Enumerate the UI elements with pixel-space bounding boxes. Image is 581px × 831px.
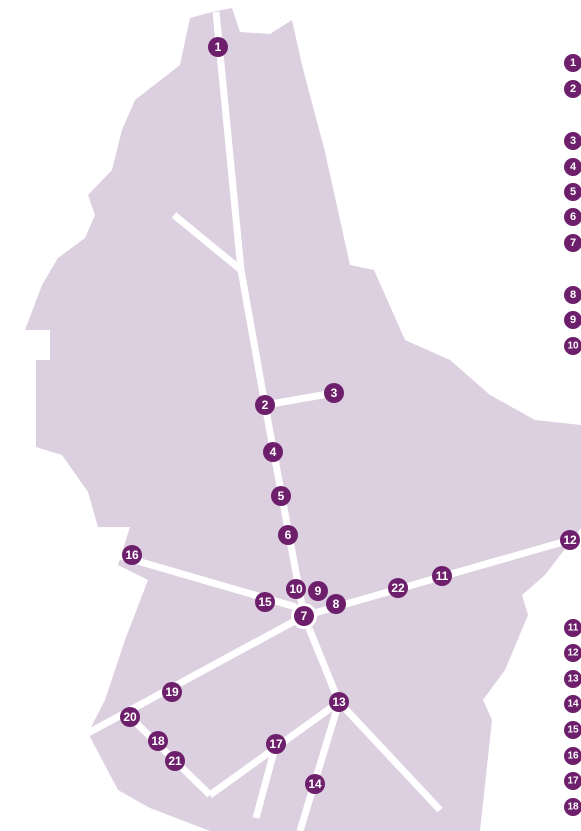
- svg-text:1: 1: [215, 40, 222, 54]
- svg-text:15: 15: [258, 595, 272, 609]
- svg-text:11: 11: [568, 623, 579, 634]
- svg-text:17: 17: [567, 776, 579, 787]
- svg-text:7: 7: [301, 609, 308, 623]
- svg-text:5: 5: [570, 186, 576, 198]
- svg-text:8: 8: [570, 289, 576, 301]
- svg-text:14: 14: [567, 699, 579, 710]
- map-marker-2[interactable]: 2: [255, 395, 275, 415]
- legend: 1 2 3 4 5 6 7 8 9 10 11 12 13 14 15 16 1…: [564, 54, 581, 816]
- legend-marker-6[interactable]: 6: [564, 208, 581, 226]
- svg-text:3: 3: [331, 386, 338, 400]
- legend-marker-9[interactable]: 9: [564, 311, 581, 329]
- svg-text:2: 2: [570, 83, 576, 95]
- legend-marker-7[interactable]: 7: [564, 234, 581, 252]
- svg-text:15: 15: [567, 725, 579, 736]
- svg-text:13: 13: [567, 674, 579, 685]
- country-shape: [25, 8, 581, 831]
- legend-marker-18[interactable]: 18: [564, 798, 581, 816]
- svg-text:4: 4: [570, 161, 577, 173]
- road: [264, 389, 335, 409]
- legend-marker-3[interactable]: 3: [564, 132, 581, 150]
- svg-text:4: 4: [270, 445, 277, 459]
- road: [296, 700, 343, 831]
- legend-marker-16[interactable]: 16: [564, 747, 581, 765]
- svg-text:9: 9: [315, 584, 322, 598]
- legend-marker-5[interactable]: 5: [564, 183, 581, 201]
- map-marker-3[interactable]: 3: [324, 383, 344, 403]
- svg-text:11: 11: [436, 569, 449, 583]
- legend-marker-15[interactable]: 15: [564, 721, 581, 739]
- legend-marker-11[interactable]: 11: [564, 619, 581, 637]
- svg-text:22: 22: [391, 581, 405, 595]
- map-marker-15[interactable]: 15: [255, 592, 275, 612]
- legend-marker-2[interactable]: 2: [564, 80, 581, 98]
- svg-text:13: 13: [332, 695, 346, 709]
- svg-text:1: 1: [570, 57, 576, 69]
- svg-text:2: 2: [262, 398, 269, 412]
- svg-text:5: 5: [278, 489, 285, 503]
- map-marker-10[interactable]: 10: [286, 579, 306, 599]
- legend-marker-8[interactable]: 8: [564, 286, 581, 304]
- map-marker-20[interactable]: 20: [120, 707, 140, 727]
- road: [252, 743, 280, 819]
- road: [171, 212, 244, 273]
- map-marker-19[interactable]: 19: [162, 682, 182, 702]
- map-marker-18[interactable]: 18: [148, 731, 168, 751]
- map-marker-16[interactable]: 16: [122, 545, 142, 565]
- map-marker-12[interactable]: 12: [560, 530, 580, 550]
- svg-text:8: 8: [333, 597, 340, 611]
- map-marker-21[interactable]: 21: [165, 751, 185, 771]
- map-marker-4[interactable]: 4: [263, 442, 283, 462]
- svg-text:16: 16: [567, 751, 579, 762]
- map-marker-11[interactable]: 11: [432, 566, 452, 586]
- map-marker-9[interactable]: 9: [308, 581, 328, 601]
- svg-text:6: 6: [570, 211, 576, 223]
- svg-text:10: 10: [289, 582, 303, 596]
- map-marker-17[interactable]: 17: [266, 734, 286, 754]
- svg-text:12: 12: [567, 648, 579, 659]
- svg-text:14: 14: [308, 777, 322, 791]
- svg-text:16: 16: [125, 548, 139, 562]
- map-marker-14[interactable]: 14: [305, 774, 325, 794]
- svg-text:6: 6: [285, 528, 292, 542]
- svg-text:17: 17: [269, 737, 283, 751]
- legend-marker-1[interactable]: 1: [564, 54, 581, 72]
- svg-text:3: 3: [570, 135, 576, 147]
- legend-marker-17[interactable]: 17: [564, 772, 581, 790]
- map-marker-13[interactable]: 13: [329, 692, 349, 712]
- map-marker-7[interactable]: 7: [291, 603, 317, 629]
- road: [300, 614, 343, 704]
- map-marker-5[interactable]: 5: [271, 486, 291, 506]
- svg-text:20: 20: [123, 710, 137, 724]
- svg-text:9: 9: [570, 314, 576, 326]
- road: [237, 269, 269, 406]
- svg-text:12: 12: [563, 533, 577, 547]
- svg-text:18: 18: [567, 802, 579, 813]
- legend-marker-13[interactable]: 13: [564, 670, 581, 688]
- svg-text:21: 21: [168, 754, 182, 768]
- map-marker-6[interactable]: 6: [278, 525, 298, 545]
- svg-text:7: 7: [570, 237, 576, 249]
- svg-text:18: 18: [151, 734, 165, 748]
- svg-text:19: 19: [165, 685, 179, 699]
- legend-marker-4[interactable]: 4: [564, 158, 581, 176]
- map-marker-8[interactable]: 8: [326, 594, 346, 614]
- svg-text:10: 10: [567, 341, 579, 352]
- road: [336, 699, 443, 813]
- map-marker-22[interactable]: 22: [388, 578, 408, 598]
- map-markers: 1 2 3 4 5 6 7 8 9 10 11 12 13 14 15 16 1…: [120, 37, 580, 794]
- legend-marker-14[interactable]: 14: [564, 695, 581, 713]
- legend-marker-10[interactable]: 10: [564, 337, 581, 355]
- legend-marker-12[interactable]: 12: [564, 644, 581, 662]
- map-marker-1[interactable]: 1: [208, 37, 228, 57]
